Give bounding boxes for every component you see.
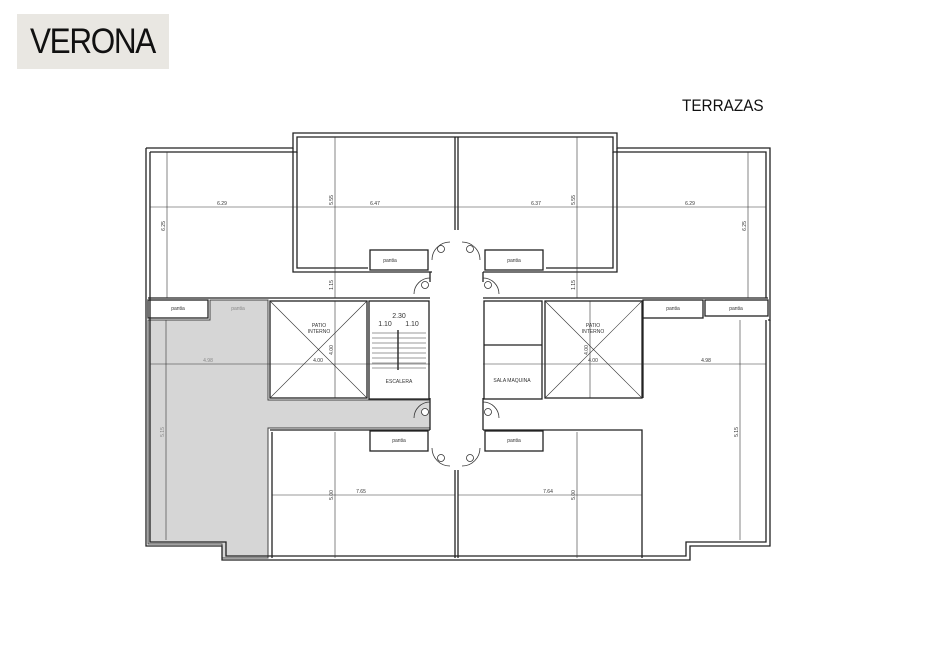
dim-label: 6.29	[685, 201, 695, 207]
dim-label: 5.55	[571, 195, 577, 205]
dimension-lines	[150, 137, 766, 558]
dimension-labels: 6.29 6.47 6.37 6.29 6.25 5.55 5.55 6.25 …	[160, 195, 748, 500]
stair-label: ESCALERA	[386, 379, 413, 385]
door-markers	[421, 245, 492, 462]
dim-label: 6.37	[531, 201, 541, 207]
pantry-right-1	[642, 299, 704, 319]
dim-label: 6.25	[742, 221, 748, 231]
dim-label: 1.10	[405, 321, 419, 328]
shaded-unit	[147, 299, 431, 559]
pantry-label: pantia	[729, 306, 743, 312]
pantry-bottom-right	[484, 430, 544, 452]
stair-room	[368, 300, 430, 400]
walls	[145, 132, 771, 561]
patio-label: PATIO	[312, 323, 326, 329]
dim-label: 1.15	[329, 280, 335, 290]
pantry-label: pantia	[507, 438, 521, 444]
dim-label: 5.15	[734, 427, 740, 437]
project-title: VERONA	[30, 22, 156, 61]
pantry-bottom-left	[369, 430, 429, 452]
dim-label: 6.47	[370, 201, 380, 207]
pantry-label: pantia	[666, 306, 680, 312]
floor-title: TERRAZAS	[682, 96, 764, 115]
machine-room	[483, 300, 543, 400]
dim-label: 6.29	[217, 201, 227, 207]
pantry-top-left	[369, 249, 429, 271]
pantry-label: pantia	[392, 438, 406, 444]
title-box: VERONA	[17, 14, 169, 69]
dim-label: 1.10	[378, 321, 392, 328]
dim-label: 5.55	[329, 195, 335, 205]
dim-label: 5.00	[571, 490, 577, 500]
dim-label: 5.15	[160, 427, 166, 437]
pantry-right-2	[704, 299, 769, 317]
patio-crosses	[269, 300, 643, 399]
dim-label: 4.98	[203, 358, 213, 364]
dim-label: 7.65	[356, 489, 366, 495]
dim-label: 2.30	[392, 313, 406, 320]
pantry-label: pantia	[231, 306, 245, 312]
room-labels: pantia pantia pantia pantia pantia panti…	[171, 258, 743, 444]
dim-label: 4.00	[313, 358, 323, 364]
dim-label: 7.64	[543, 489, 553, 495]
patio-left	[269, 300, 368, 399]
dim-label: 5.00	[329, 490, 335, 500]
dim-label: 4.00	[329, 345, 335, 355]
dim-label: 4.98	[701, 358, 711, 364]
dim-label: 4.00	[588, 358, 598, 364]
patio-label: INTERNO	[308, 329, 331, 335]
dim-label: 4.00	[584, 345, 590, 355]
dim-label: 6.25	[161, 221, 167, 231]
pantry-label: pantia	[171, 306, 185, 312]
dim-label: 1.15	[571, 280, 577, 290]
patio-label: PATIO	[586, 323, 600, 329]
pantry-top-right	[484, 249, 544, 271]
patio-right	[544, 300, 643, 399]
door-swings	[413, 241, 500, 467]
patio-label: INTERNO	[582, 329, 605, 335]
pantry-label: pantia	[383, 258, 397, 264]
stair-treads	[372, 330, 426, 370]
machine-room-label: SALA MAQUINA	[493, 378, 531, 384]
pantry-left	[147, 299, 209, 319]
pantry-label: pantia	[507, 258, 521, 264]
